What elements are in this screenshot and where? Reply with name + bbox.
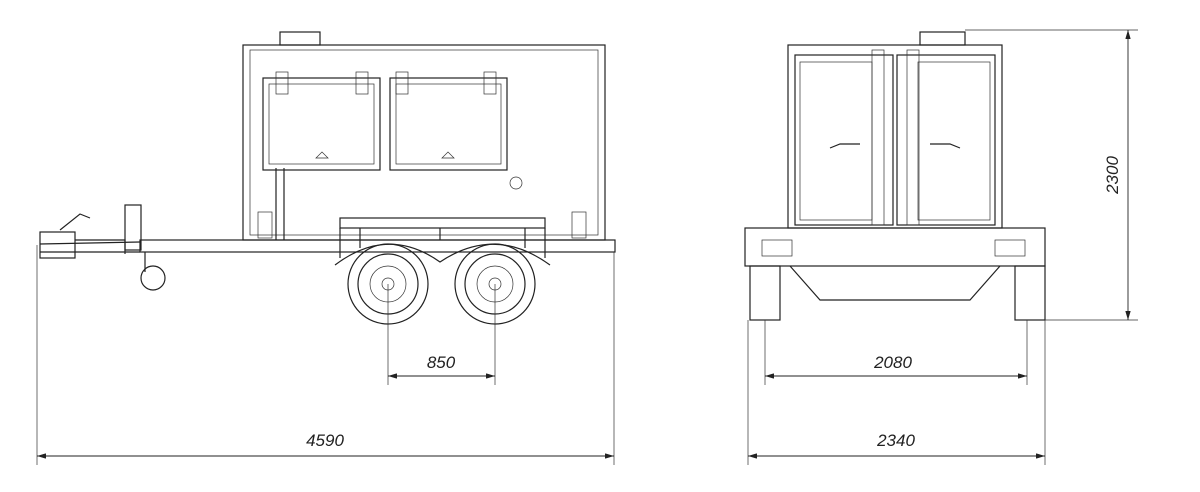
- jockey-wheel: [140, 265, 166, 291]
- dimension-overall-length: 4590: [36, 245, 615, 465]
- front-view: 2080 2340 2300: [744, 29, 1138, 465]
- overall-width-label: 2340: [876, 431, 915, 450]
- rear-doors: [794, 49, 996, 226]
- dimension-overall-height: 2300: [965, 29, 1138, 321]
- generator-enclosure: [242, 44, 606, 241]
- overall-length-label: 4590: [306, 431, 344, 450]
- side-window-left: [262, 71, 381, 171]
- dimension-wheelbase: 850: [387, 284, 496, 385]
- side-view: 850 4590: [36, 31, 616, 465]
- enclosure-front: [787, 44, 1003, 229]
- chassis-frame: [39, 204, 616, 291]
- exhaust-chimney-front: [919, 31, 966, 46]
- right-wheel: [1014, 265, 1046, 321]
- front-chassis: [744, 227, 1046, 321]
- dimension-track: 2080: [764, 320, 1028, 385]
- left-wheel: [749, 265, 781, 321]
- exhaust-chimney: [279, 31, 321, 46]
- dimension-overall-width: 2340: [747, 320, 1046, 465]
- side-window-right: [389, 71, 508, 171]
- overall-height-label: 2300: [1103, 156, 1122, 195]
- wheelbase-label: 850: [427, 353, 456, 372]
- track-label: 2080: [873, 353, 912, 372]
